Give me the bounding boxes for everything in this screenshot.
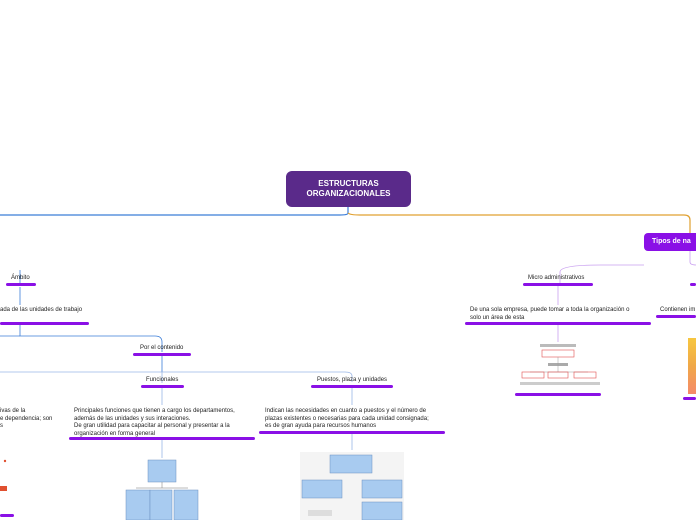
- branch-tipos[interactable]: Tipos de na: [644, 233, 696, 251]
- desc-line: solo un área de esta: [470, 315, 629, 323]
- node-funcionales-desc[interactable]: Principales funciones que tienen a cargo…: [74, 408, 235, 438]
- node-puestos-desc-underline: [259, 431, 445, 434]
- desc-line: además de las unidades y sus interacione…: [74, 416, 235, 424]
- node-unidades-underline: [0, 322, 89, 325]
- central-topic[interactable]: ESTRUCTURAS ORGANIZACIONALES: [286, 171, 411, 207]
- central-topic-line1: ESTRUCTURAS: [307, 179, 391, 189]
- desc-line: plazas existentes o necesarias para cada…: [265, 416, 429, 424]
- left-red-marks: [0, 460, 7, 491]
- right-gradient-image: [688, 338, 696, 394]
- desc-line: ivas de la: [0, 408, 52, 416]
- micro-image-underline: [515, 393, 601, 396]
- desc-line: es de gran ayuda para recursos humanos: [265, 423, 429, 431]
- desc-line: Indican las necesidades en cuanto a pues…: [265, 408, 429, 416]
- connector-center-left: [0, 207, 348, 215]
- connector-center-right: [348, 213, 690, 233]
- node-ambito[interactable]: Ámbito: [11, 275, 30, 283]
- desc-line: De una sola empresa, puede tomar a toda …: [470, 307, 629, 315]
- connector-right-contienen: [690, 251, 696, 265]
- node-puestos[interactable]: Puestos, plaza y unidades: [317, 377, 387, 385]
- node-unidades[interactable]: ada de las unidades de trabajo: [0, 307, 82, 315]
- puestos-chart-image: [300, 452, 404, 520]
- node-micro-desc-underline: [465, 322, 651, 325]
- central-topic-line2: ORGANIZACIONALES: [307, 189, 391, 199]
- node-funcionales-underline: [141, 385, 184, 388]
- node-contienen-underline: [656, 315, 696, 318]
- desc-line: De gran utilidad para capacitar al perso…: [74, 423, 235, 431]
- node-contienen[interactable]: Contienen im: [660, 307, 695, 315]
- node-micro-desc[interactable]: De una sola empresa, puede tomar a toda …: [470, 307, 629, 322]
- node-left-desc[interactable]: ivas de la e dependencia; son s: [0, 408, 52, 431]
- desc-line: s: [0, 423, 52, 431]
- node-puestos-underline: [311, 385, 393, 388]
- desc-line: e dependencia; son: [0, 416, 52, 424]
- node-puestos-desc[interactable]: Indican las necesidades en cuanto a pues…: [265, 408, 429, 431]
- desc-line: Principales funciones que tienen a cargo…: [74, 408, 235, 416]
- node-ambito-underline: [6, 283, 36, 286]
- right-branch-underline: [690, 283, 696, 286]
- funcionales-chart-image: [126, 460, 198, 520]
- node-por-contenido[interactable]: Por el contenido: [140, 345, 183, 353]
- node-funcionales[interactable]: Funcionales: [146, 377, 178, 385]
- node-micro[interactable]: Micro administrativos: [528, 275, 584, 283]
- micro-orgchart-image: [518, 342, 600, 392]
- node-funcionales-desc-underline: [69, 437, 255, 440]
- node-micro-underline: [523, 283, 593, 286]
- right-image-underline: [683, 397, 696, 400]
- left-image-underline: [0, 514, 14, 517]
- node-por-contenido-underline: [133, 353, 191, 356]
